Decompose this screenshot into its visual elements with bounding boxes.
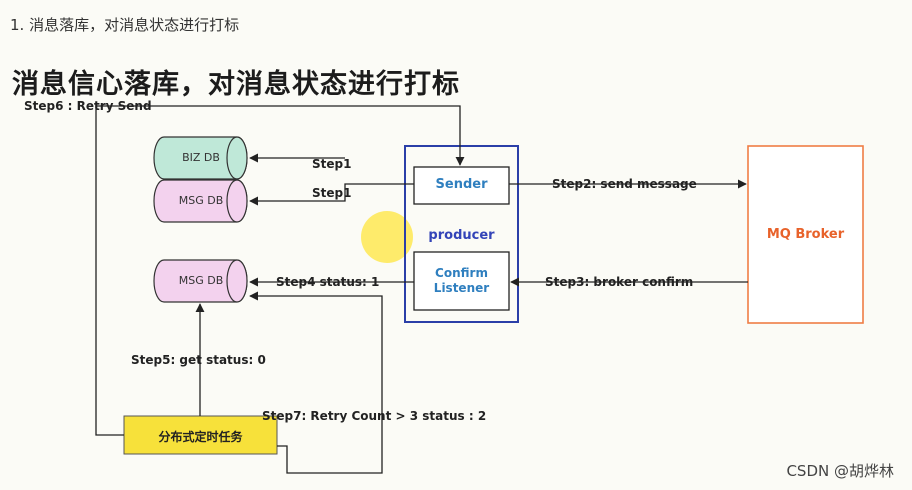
step7-label: Step7: Retry Count > 3 status : 2 xyxy=(262,409,487,423)
producer-box xyxy=(404,145,519,323)
header-text: 1. 消息落库，对消息状态进行打标 xyxy=(10,16,240,34)
sender-box xyxy=(413,166,510,205)
step6-label: Step6 : Retry Send xyxy=(24,99,152,113)
confirm-listener-label-line2: Listener xyxy=(433,281,490,295)
watermark-text: CSDN @胡烨林 xyxy=(786,462,894,480)
msg-db-top-cylinder xyxy=(153,179,248,223)
step2-label: Step2: send message xyxy=(552,177,697,191)
mq-broker-label: MQ Broker xyxy=(766,227,845,242)
sender-label: Sender xyxy=(435,177,488,192)
task-box xyxy=(123,415,278,455)
mq-broker-box xyxy=(747,145,864,324)
confirm-listener-label-line1: Confirm xyxy=(435,266,488,280)
step6-retry-line xyxy=(95,105,465,436)
step4-label: Step4 status: 1 xyxy=(276,275,380,289)
biz-db-cylinder xyxy=(153,136,248,180)
biz-db-label: BIZ DB xyxy=(182,151,220,164)
step3-label: Step3: broker confirm xyxy=(545,275,694,289)
msg-db-bottom-label: MSG DB xyxy=(178,274,224,287)
step5-label: Step5: get status: 0 xyxy=(131,353,266,367)
task-label: 分布式定时任务 xyxy=(158,430,243,444)
step7-loop-line xyxy=(249,291,383,474)
page-title: 消息信心落库，对消息状态进行打标 xyxy=(12,69,460,100)
step1-label-msg: Step1 xyxy=(312,186,352,200)
step1-arrow-msg xyxy=(249,183,414,206)
confirm-listener-box xyxy=(413,251,510,311)
step1-label-biz: Step1 xyxy=(312,157,352,171)
msg-db-top-label: MSG DB xyxy=(178,194,224,207)
msg-db-bottom-cylinder xyxy=(153,259,248,303)
producer-label: producer xyxy=(428,228,495,243)
